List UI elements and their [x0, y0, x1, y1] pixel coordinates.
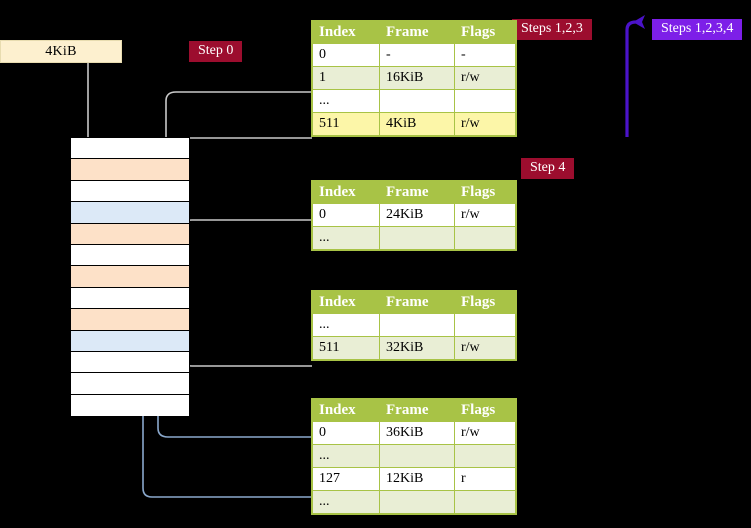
table-cell: 4KiB: [379, 112, 455, 136]
memory-frame-row: [71, 244, 189, 267]
badge-step-4: Step 4: [521, 158, 575, 179]
memory-frame-row: [71, 138, 189, 160]
column-header-frame: Frame: [379, 21, 455, 44]
table-cell: 32KiB: [379, 336, 455, 360]
column-header-index: Index: [312, 291, 380, 314]
table-cell: 16KiB: [379, 66, 455, 90]
table-row: ...: [312, 490, 516, 514]
memory-frame-row: [71, 394, 189, 417]
table-cell: 511: [312, 336, 380, 360]
table-cell: 24KiB: [379, 203, 455, 227]
memory-frame-row: [71, 159, 189, 181]
table-cell: r/w: [454, 203, 516, 227]
table-cell: ...: [312, 444, 380, 468]
column-header-index: Index: [312, 181, 380, 204]
table-row: 0--: [312, 43, 516, 67]
column-header-index: Index: [312, 399, 380, 422]
table-row: ...: [312, 226, 516, 250]
table-cell: 0: [312, 203, 380, 227]
memory-frame-row: [71, 180, 189, 203]
memory-frame-row: [71, 373, 189, 395]
column-header-flags: Flags: [454, 291, 516, 314]
badge-step-0: Step 0: [189, 41, 243, 62]
table-cell: 12KiB: [379, 467, 455, 491]
column-header-flags: Flags: [454, 181, 516, 204]
physical-memory-column: [70, 137, 190, 417]
column-header-index: Index: [312, 21, 380, 44]
table-cell: 0: [312, 43, 380, 67]
table-cell: ...: [312, 89, 380, 113]
table-cell: ...: [312, 490, 380, 514]
table-cell: [379, 89, 455, 113]
column-header-flags: Flags: [454, 399, 516, 422]
table-cell: 36KiB: [379, 421, 455, 445]
table-cell: ...: [312, 313, 380, 337]
memory-frame-row: [71, 223, 189, 245]
table-cell: 127: [312, 467, 380, 491]
table-cell: r/w: [454, 336, 516, 360]
memory-frame-row: [71, 330, 189, 352]
table-cell: 0: [312, 421, 380, 445]
table-cell: -: [379, 43, 455, 67]
table-cell: [454, 490, 516, 514]
memory-frame-row: [71, 309, 189, 331]
table-cell: [379, 490, 455, 514]
table-cell: r/w: [454, 66, 516, 90]
table-cell: 511: [312, 112, 380, 136]
table-cell: 1: [312, 66, 380, 90]
table-row: ...: [312, 89, 516, 113]
table-cell: [454, 313, 516, 337]
memory-frame-row: [71, 287, 189, 310]
table-cell: [379, 226, 455, 250]
table-cell: [454, 444, 516, 468]
table-row: ...: [312, 313, 516, 337]
table-cell: r/w: [454, 421, 516, 445]
memory-size-text: 4KiB: [45, 43, 77, 59]
table-cell: r/w: [454, 112, 516, 136]
badge-steps-1-2-3-4: Steps 1,2,3,4: [652, 19, 743, 40]
table-cell: [379, 444, 455, 468]
table-cell: -: [454, 43, 516, 67]
badge-steps-1-2-3: Steps 1,2,3: [512, 19, 592, 40]
memory-size-label: 4KiB: [0, 40, 122, 63]
column-header-frame: Frame: [379, 399, 455, 422]
table-cell: [454, 89, 516, 113]
memory-frame-row: [71, 202, 189, 224]
memory-frame-row: [71, 266, 189, 288]
table-cell: [454, 226, 516, 250]
column-header-frame: Frame: [379, 181, 455, 204]
table-row: ...: [312, 444, 516, 468]
table-cell: r: [454, 467, 516, 491]
column-header-flags: Flags: [454, 21, 516, 44]
memory-frame-row: [71, 351, 189, 374]
table-cell: ...: [312, 226, 380, 250]
table-cell: [379, 313, 455, 337]
column-header-frame: Frame: [379, 291, 455, 314]
